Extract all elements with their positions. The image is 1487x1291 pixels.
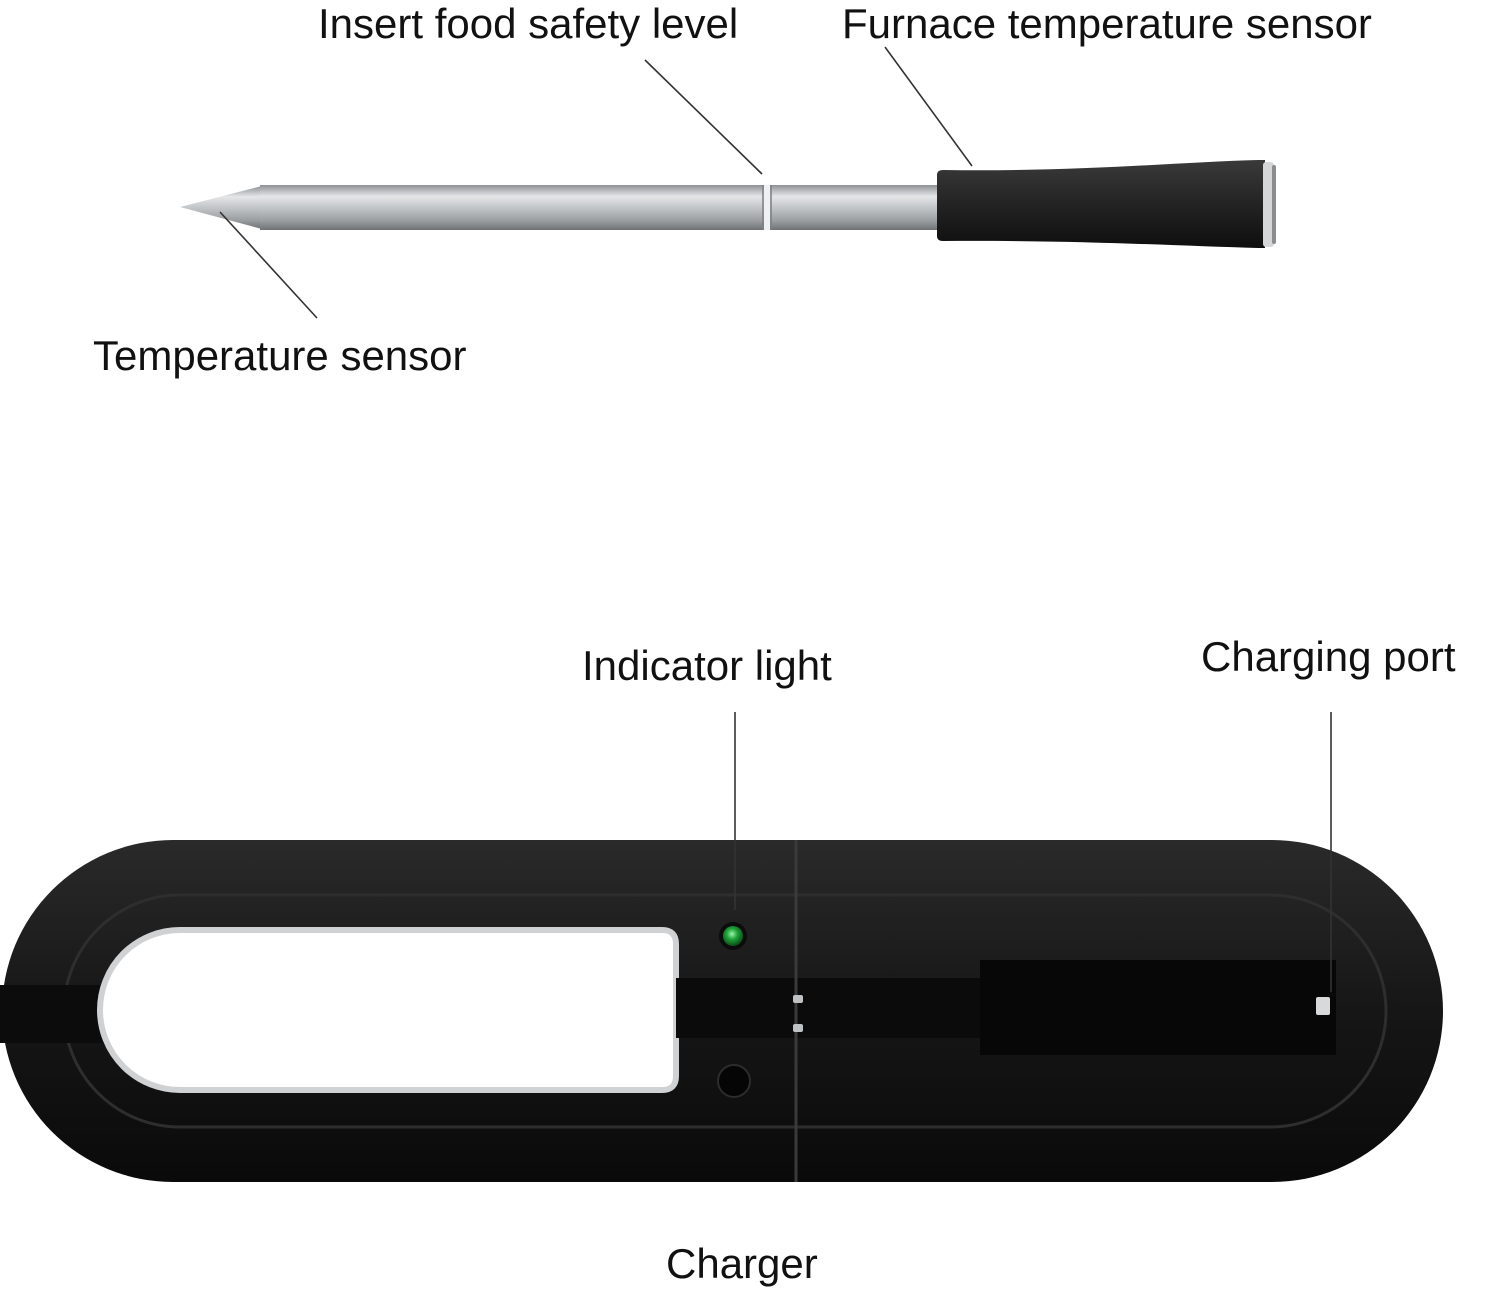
- charger-left-notch: [0, 985, 110, 1043]
- label-furnace-temperature-sensor: Furnace temperature sensor: [842, 0, 1372, 47]
- label-charger: Charger: [666, 1240, 818, 1287]
- charger-window-cutout: [97, 927, 679, 1093]
- charger-contact-top: [793, 995, 803, 1003]
- charger-handle-recess: [980, 960, 1336, 1055]
- probe-tip: [180, 186, 262, 229]
- food-safety-mark: [764, 185, 770, 230]
- charger-contact-bottom: [793, 1024, 803, 1032]
- probe-end-cap: [1263, 162, 1274, 247]
- meat-probe: [180, 160, 1276, 248]
- power-button[interactable]: [717, 1064, 751, 1098]
- probe-shaft: [260, 185, 940, 230]
- label-insert-food-safety-level: Insert food safety level: [318, 0, 739, 47]
- charger-inner-outline: [62, 893, 1388, 1129]
- label-temperature-sensor: Temperature sensor: [93, 332, 467, 379]
- leader-line-food-safety: [644, 59, 763, 175]
- label-indicator-light: Indicator light: [582, 642, 832, 689]
- label-charging-port: Charging port: [1201, 633, 1456, 680]
- leader-line-furnace-sensor: [884, 46, 973, 167]
- leader-line-temperature-sensor: [219, 211, 318, 319]
- charging-port-contact: [1316, 997, 1330, 1015]
- probe-handle: [937, 160, 1265, 248]
- charger-base: [0, 840, 1443, 1182]
